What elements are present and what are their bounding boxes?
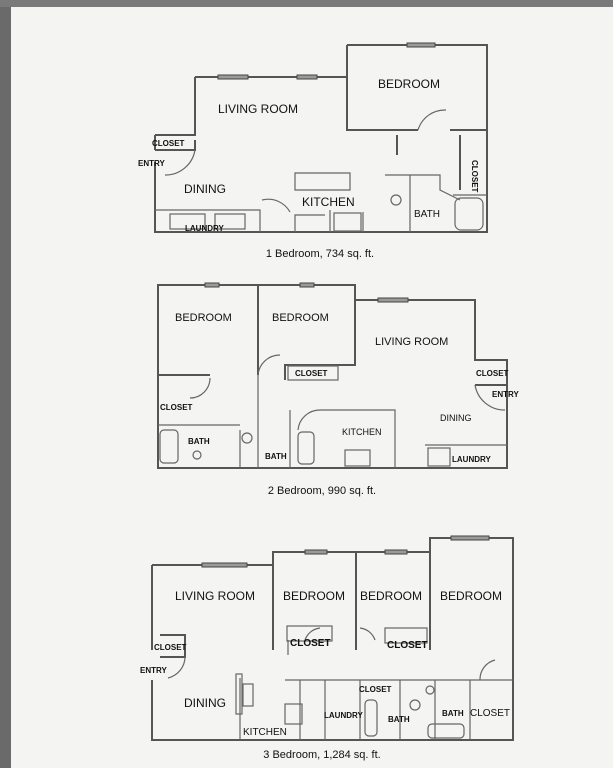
scan-border-left	[0, 0, 11, 768]
room-label-closet: CLOSET	[387, 640, 428, 651]
room-label-bath: BATH	[188, 437, 210, 446]
room-label-dining: DINING	[184, 696, 226, 710]
room-label-laundry: LAUNDRY	[324, 711, 363, 720]
floor-plan-3-bedroom: LIVING ROOM BEDROOM BEDROOM BEDROOM CLOS…	[140, 535, 514, 761]
room-label-bedroom: BEDROOM	[272, 312, 329, 324]
room-label-closet: CLOSET	[470, 160, 479, 193]
room-label-closet: CLOSET	[290, 638, 331, 649]
room-label-dining: DINING	[184, 182, 226, 196]
room-label-living: LIVING ROOM	[375, 336, 448, 348]
plan-caption: 2 Bedroom, 990 sq. ft.	[268, 485, 376, 497]
room-label-entry: ENTRY	[492, 390, 519, 399]
scan-border-top	[0, 0, 613, 7]
room-label-kitchen: KITCHEN	[302, 195, 355, 209]
room-label-bedroom: BEDROOM	[360, 589, 422, 603]
room-label-kitchen: KITCHEN	[342, 427, 382, 437]
room-label-bedroom: BEDROOM	[175, 312, 232, 324]
room-label-closet: CLOSET	[160, 403, 193, 412]
room-label-kitchen: KITCHEN	[243, 727, 287, 738]
room-label-bath: BATH	[265, 452, 287, 461]
room-label-living: LIVING ROOM	[175, 589, 255, 603]
room-label-bedroom: BEDROOM	[283, 589, 345, 603]
floor-plan-2-bedroom: BEDROOM BEDROOM LIVING ROOM CLOSET CLOSE…	[157, 282, 519, 497]
room-label-dining: DINING	[440, 413, 472, 423]
room-label-living: LIVING ROOM	[218, 102, 298, 116]
plan-caption: 3 Bedroom, 1,284 sq. ft.	[263, 749, 380, 761]
room-label-bath: BATH	[414, 209, 440, 220]
room-label-laundry: LAUNDRY	[452, 455, 491, 464]
room-label-closet: CLOSET	[295, 369, 328, 378]
room-label-entry: ENTRY	[140, 666, 167, 675]
room-label-closet: CLOSET	[152, 139, 185, 148]
room-label-bedroom: BEDROOM	[440, 589, 502, 603]
floor-plan-1-bedroom: LIVING ROOM BEDROOM CLOSET ENTRY DINING …	[138, 42, 488, 260]
room-label-entry: ENTRY	[138, 159, 165, 168]
plan-caption: 1 Bedroom, 734 sq. ft.	[266, 248, 374, 260]
room-label-bath: BATH	[388, 715, 410, 724]
room-label-closet: CLOSET	[470, 708, 510, 719]
room-label-closet: CLOSET	[359, 685, 392, 694]
room-label-bath: BATH	[442, 709, 464, 718]
room-label-bedroom: BEDROOM	[378, 77, 440, 91]
room-label-closet: CLOSET	[154, 643, 187, 652]
room-label-laundry: LAUNDRY	[185, 224, 224, 233]
room-label-closet: CLOSET	[476, 369, 509, 378]
